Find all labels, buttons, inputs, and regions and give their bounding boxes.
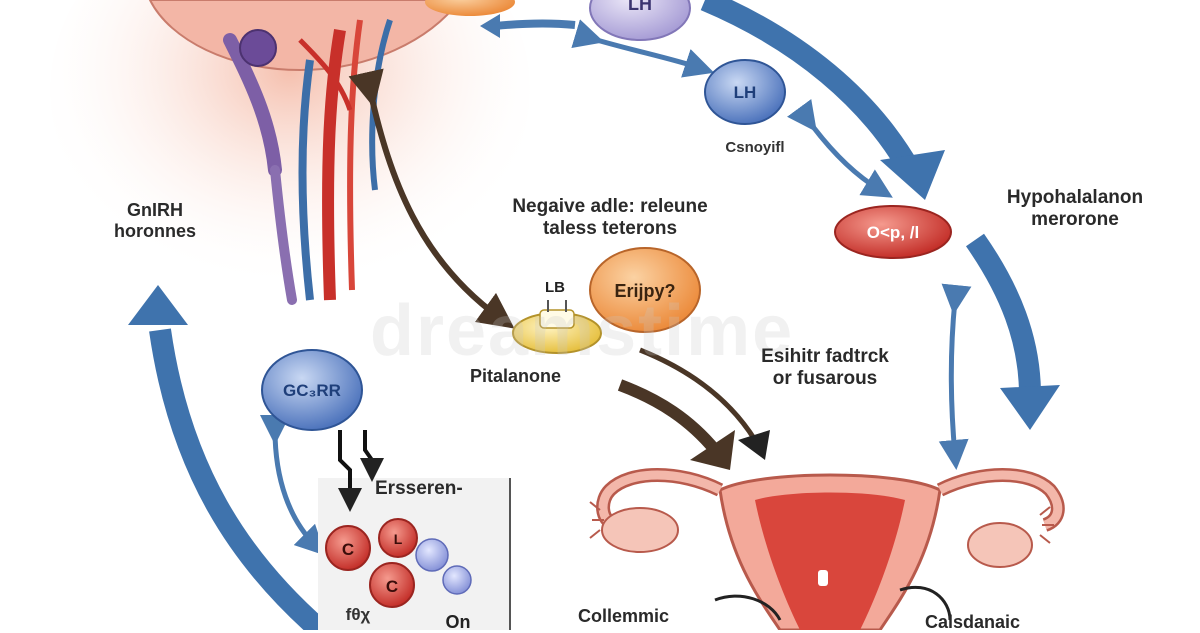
svg-text:C: C xyxy=(386,577,398,596)
svg-text:LH: LH xyxy=(734,83,757,102)
node-lb: LB xyxy=(512,279,602,354)
label-collemmic: Collemmic xyxy=(578,606,670,626)
label-negative-feedback: Negaive adle: releune taless teterons xyxy=(512,196,708,239)
node-erijpy: Erijpy? xyxy=(589,247,701,333)
cycle-arrows xyxy=(128,0,1060,630)
svg-text:C: C xyxy=(342,540,354,559)
node-red-hormone: O<p, /l xyxy=(834,205,952,259)
svg-text:GC₃RR: GC₃RR xyxy=(283,381,341,400)
brown-arrows xyxy=(348,68,770,470)
svg-text:L: L xyxy=(394,531,403,547)
small-blue-dot-1 xyxy=(415,538,449,572)
uterus-illustration xyxy=(589,468,1065,630)
label-esihitr: Esihitr fadtrck or fusarous xyxy=(761,346,889,389)
svg-text:Erijpy?: Erijpy? xyxy=(614,281,675,301)
small-symbol-label: fθχ xyxy=(346,605,371,624)
node-c2: C xyxy=(369,562,415,608)
label-ersseren: Ersseren- xyxy=(375,478,463,499)
node-c1: C xyxy=(325,525,371,571)
small-blue-dot-2 xyxy=(442,565,472,595)
node-lh: LH xyxy=(704,59,786,125)
label-hypothalamus: Hypohalalanon merorone xyxy=(1006,187,1144,230)
node-l: L xyxy=(378,518,418,558)
svg-text:LH: LH xyxy=(628,0,652,14)
feedback-arrows xyxy=(259,19,972,556)
on-label: On xyxy=(446,612,471,630)
svg-text:O<p, /l: O<p, /l xyxy=(867,223,919,242)
node-top-lh: LH xyxy=(589,0,691,41)
svg-text:LB: LB xyxy=(545,279,565,296)
label-bottom-right: Calsdanaic xyxy=(925,612,1021,632)
brain-illustration xyxy=(50,0,530,305)
lh-caption: Csnoyifl xyxy=(725,139,784,156)
label-pitalanone: Pitalanone xyxy=(470,366,562,386)
node-gc-rr: GC₃RR xyxy=(261,349,363,431)
label-gnrh: GnIRH horonnes xyxy=(113,200,196,241)
